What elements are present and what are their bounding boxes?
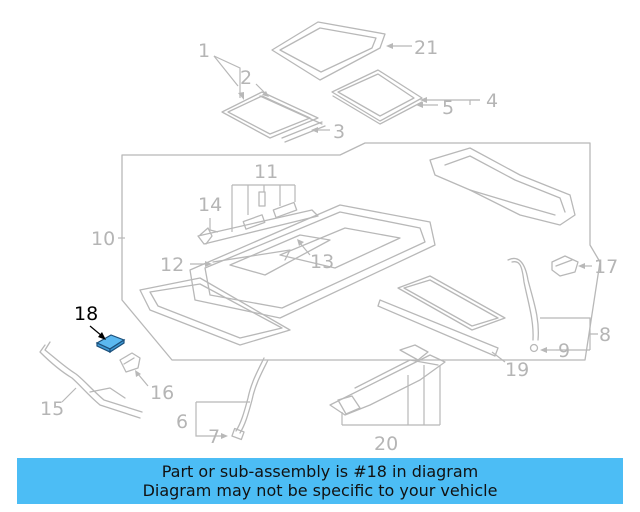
callout-3: 3 [333, 121, 345, 143]
callout-2: 2 [240, 67, 252, 89]
drain-hose-6-drawing [231, 357, 269, 441]
clip-16-drawing [119, 352, 141, 373]
callout-5: 5 [442, 97, 454, 119]
callout-4: 4 [486, 90, 498, 112]
callout-19: 19 [505, 359, 529, 381]
callout-13: 13 [310, 251, 334, 273]
callout-14: 14 [198, 194, 222, 216]
side-rail-drawing [429, 147, 576, 226]
glass-panel-21-drawing [271, 21, 386, 81]
panel-1-drawing [221, 91, 326, 143]
mechanism-20-drawing [329, 344, 446, 416]
leader-lines [61, 43, 598, 439]
banner-line-disclaimer: Diagram may not be specific to your vehi… [142, 481, 498, 500]
callout-16: 16 [150, 382, 174, 404]
callout-20: 20 [374, 433, 398, 455]
callout-9: 9 [558, 340, 570, 362]
assembly-outline [121, 142, 601, 361]
callout-21: 21 [414, 37, 438, 59]
callout-labels: 1 2 3 4 5 6 7 8 9 10 11 12 13 14 15 16 1… [40, 37, 618, 455]
info-banner: Part or sub-assembly is #18 in diagram D… [17, 458, 623, 504]
sunshade-19-drawing [377, 275, 506, 357]
callout-11: 11 [254, 161, 278, 183]
callout-15: 15 [40, 398, 64, 420]
clips-11-drawing [199, 191, 298, 245]
callout-18[interactable]: 18 [74, 303, 98, 325]
callout-7: 7 [208, 426, 220, 448]
exploded-parts-diagram: 1 2 3 4 5 6 7 8 9 10 11 12 13 14 15 16 1… [39, 21, 618, 455]
drain-hose-15-drawing [39, 341, 143, 419]
callout-10: 10 [91, 228, 115, 250]
bracket-17-drawing [551, 255, 579, 277]
callout-8: 8 [599, 324, 611, 346]
drain-hose-8-drawing [507, 257, 539, 353]
banner-line-part: Part or sub-assembly is #18 in diagram [161, 462, 479, 481]
callout-12: 12 [160, 254, 184, 276]
main-frame-drawing [139, 204, 436, 346]
callout-17: 17 [594, 256, 618, 278]
part-18-highlighted[interactable] [95, 334, 126, 354]
callout-6: 6 [176, 411, 188, 433]
callout-1: 1 [198, 40, 210, 62]
panel-4-5-drawing [331, 69, 423, 125]
